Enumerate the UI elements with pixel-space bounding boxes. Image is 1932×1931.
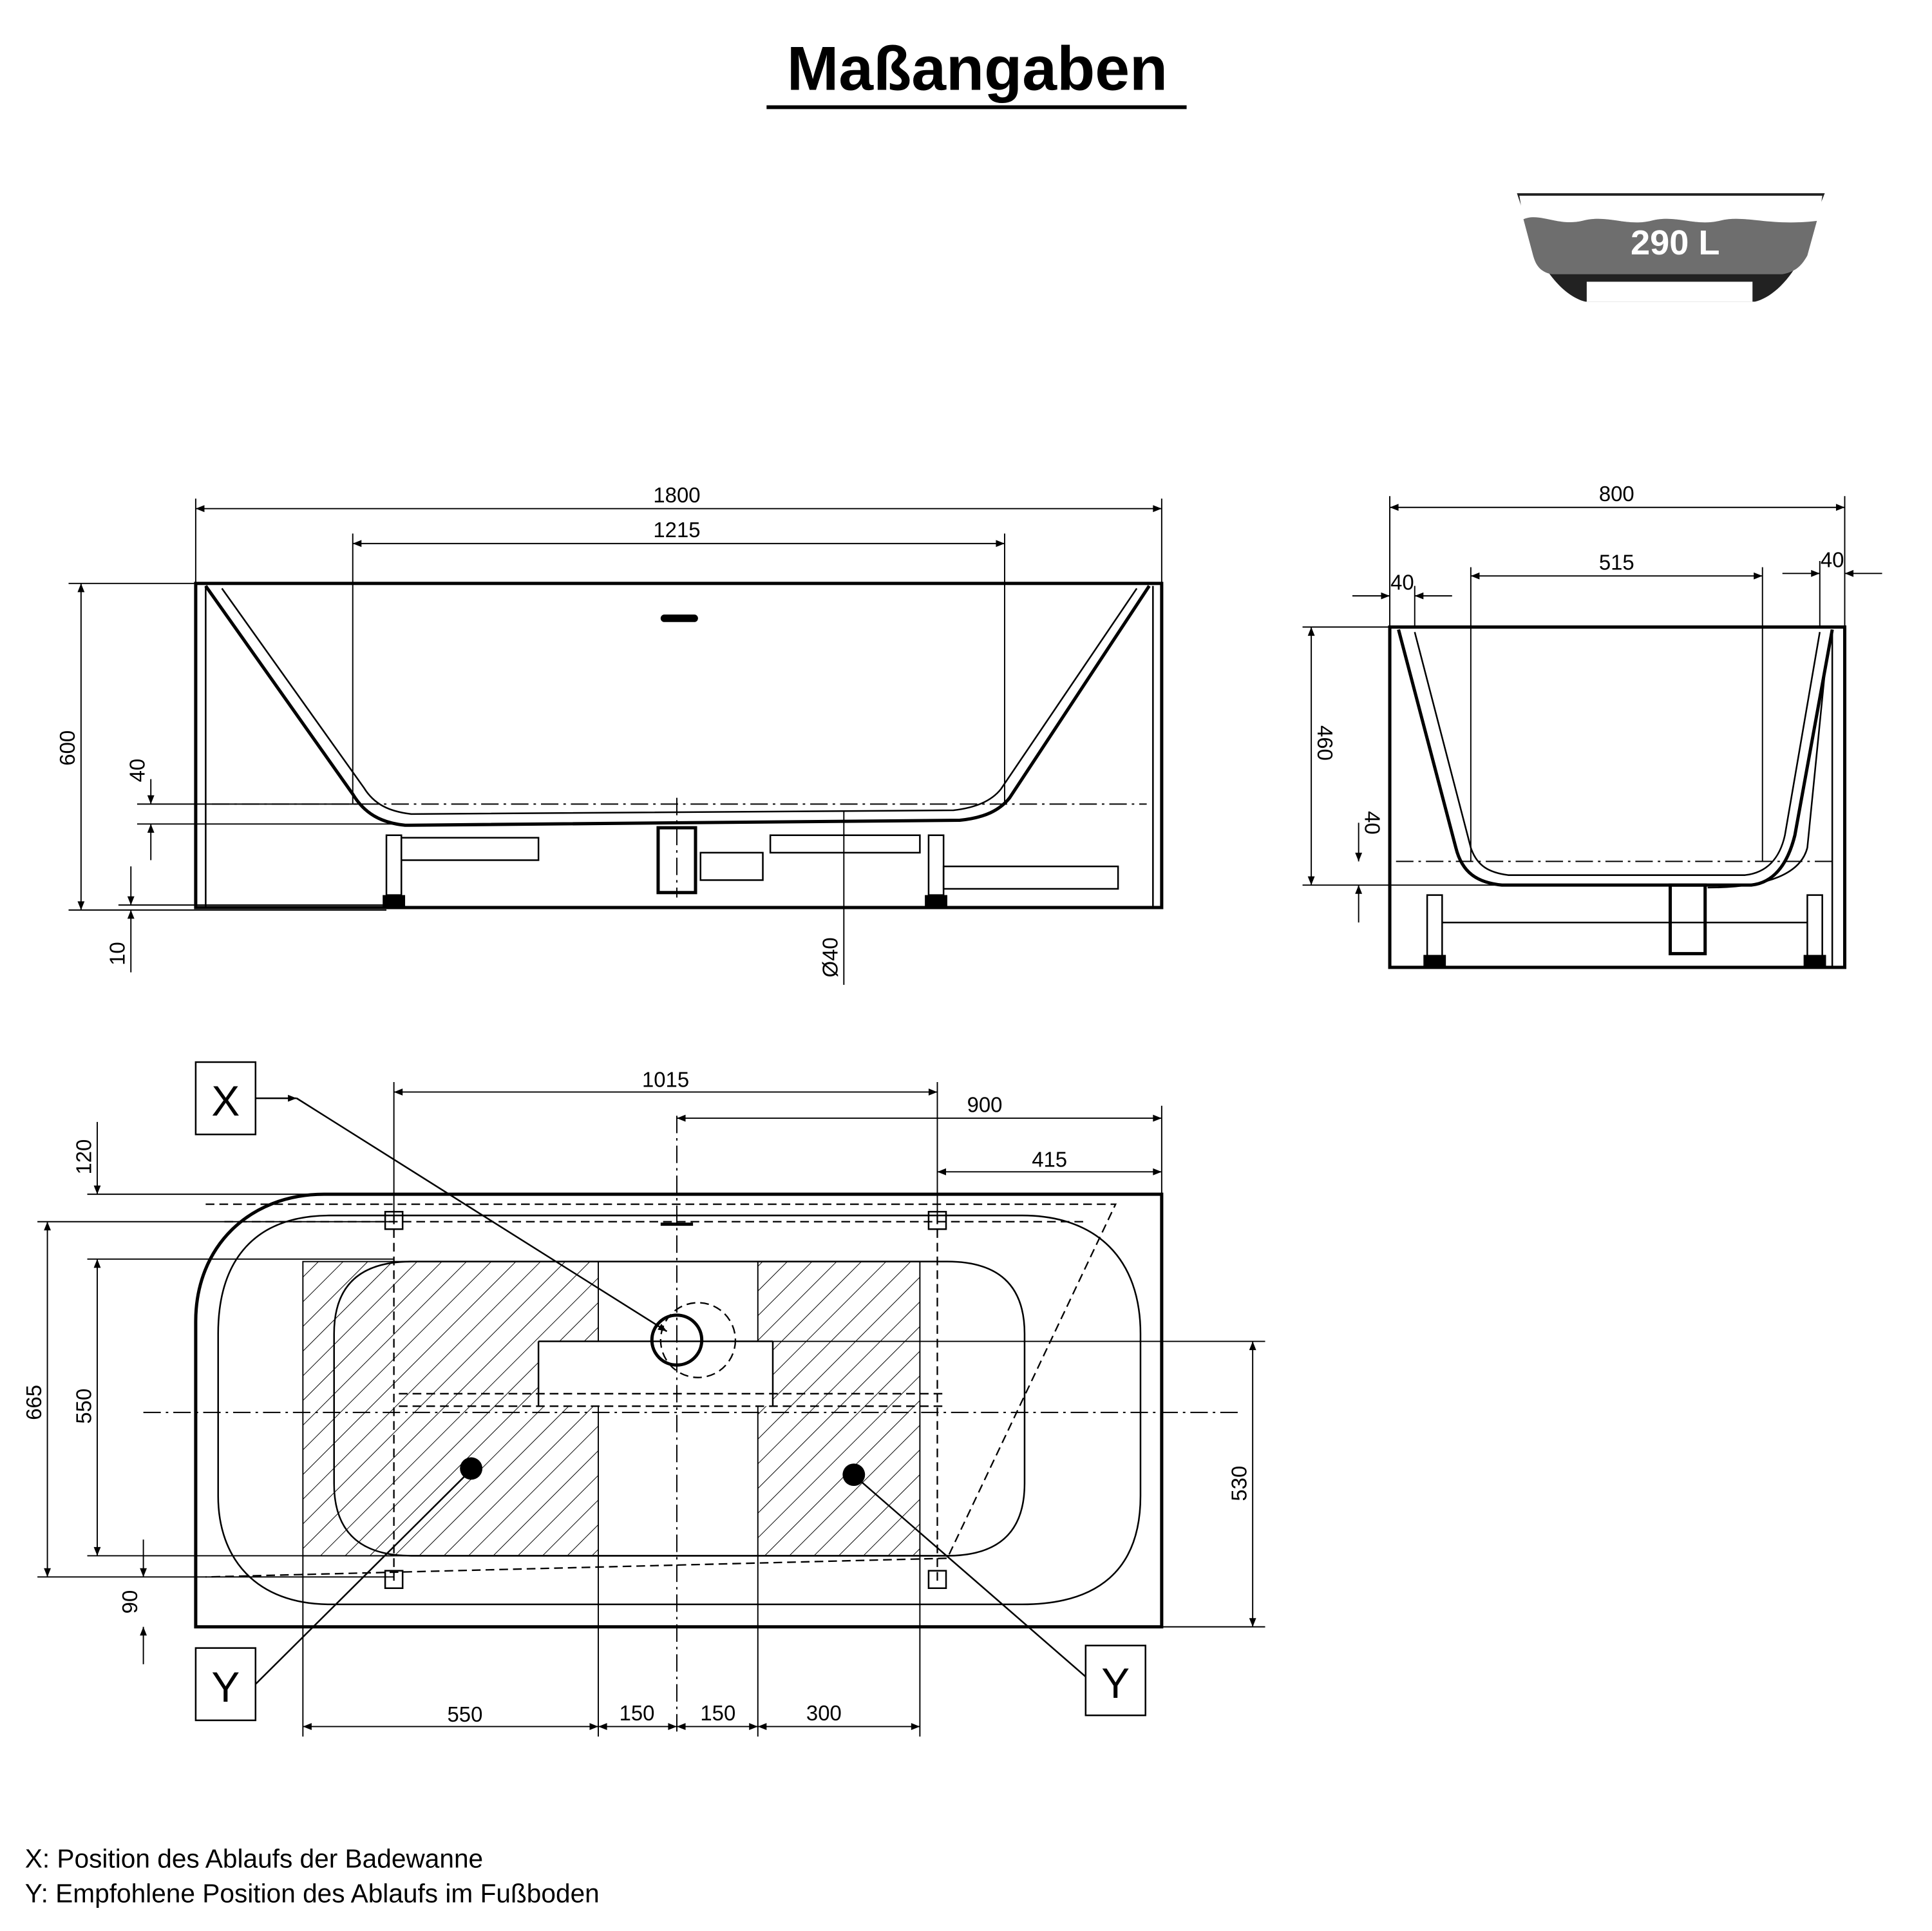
side-view: 800 515 40 40 460 40 xyxy=(1302,482,1882,969)
legend-y: Y: Empfohlene Position des Ablaufs im Fu… xyxy=(25,1878,600,1908)
marker-y-right: Y xyxy=(1101,1659,1130,1707)
dim-1015: 1015 xyxy=(642,1068,689,1092)
dim-bottom-150-right: 150 xyxy=(700,1701,735,1725)
hatched-area-right xyxy=(757,1260,921,1557)
dim-width: 800 xyxy=(1599,482,1634,506)
volume-label: 290 L xyxy=(1631,224,1720,262)
hatched-area-left xyxy=(302,1260,600,1557)
dim-415: 415 xyxy=(1032,1148,1067,1172)
marker-y-left: Y xyxy=(211,1663,240,1711)
dim-feet: 10 xyxy=(106,942,129,966)
dim-530: 530 xyxy=(1227,1466,1251,1501)
page-title: Maßangaben xyxy=(787,33,1168,103)
dim-drain: Ø40 xyxy=(819,937,842,977)
volume-icon: 290 L xyxy=(1517,193,1825,302)
dim-120: 120 xyxy=(71,1139,95,1175)
dim-inner-width: 515 xyxy=(1599,550,1634,574)
dim-bottom-550: 550 xyxy=(448,1702,483,1726)
top-view: X Y Y 1015 900 415 120 665 550 90 xyxy=(22,1061,1265,1737)
drain-circle xyxy=(650,1313,704,1367)
dim-bottom-300: 300 xyxy=(806,1701,842,1725)
dim-inner-length: 1215 xyxy=(653,518,700,542)
dim-90: 90 xyxy=(118,1590,142,1614)
floor-drain-dot-left xyxy=(460,1457,483,1480)
dim-665: 665 xyxy=(22,1385,46,1420)
marker-x: X xyxy=(211,1077,240,1125)
dim-rim-left: 40 xyxy=(1390,570,1414,594)
dim-rim-right: 40 xyxy=(1821,548,1844,572)
dim-bottom-150-left: 150 xyxy=(620,1701,655,1725)
dim-height: 600 xyxy=(55,730,79,766)
dim-length: 1800 xyxy=(653,483,700,507)
dim-900: 900 xyxy=(967,1092,1003,1116)
legend-x: X: Position des Ablaufs der Badewanne xyxy=(25,1843,483,1873)
dim-floor: 40 xyxy=(126,759,149,783)
dim-depth: 460 xyxy=(1313,725,1337,761)
dim-side-floor: 40 xyxy=(1360,811,1384,835)
front-view: 1800 1215 600 40 10 Ø40 xyxy=(55,483,1164,985)
dim-550-vertical: 550 xyxy=(71,1389,95,1424)
